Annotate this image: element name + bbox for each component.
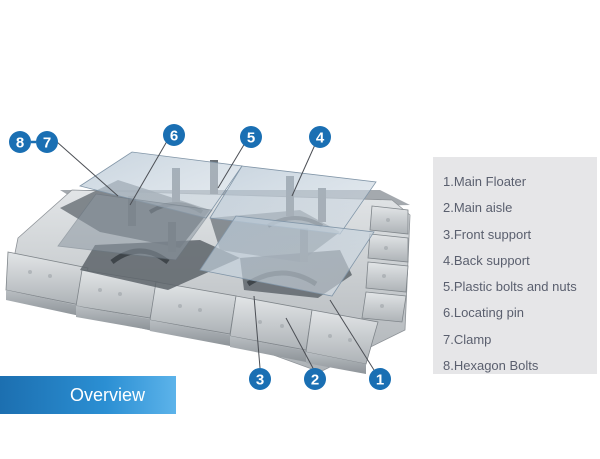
callout-8: 8	[9, 131, 31, 153]
legend-item-front-support: 3.Front support	[443, 226, 532, 242]
legend-item-locating-pin: 6.Locating pin	[443, 305, 524, 321]
overview-label: Overview	[70, 385, 146, 405]
callout-2: 2	[304, 368, 326, 390]
svg-text:1: 1	[376, 372, 384, 389]
legend-item-back-support: 4.Back support	[443, 252, 530, 268]
svg-text:2: 2	[311, 372, 319, 389]
legend-item-hexagon-bolts: 8.Hexagon Bolts	[443, 358, 539, 374]
svg-text:4: 4	[316, 130, 325, 147]
legend-item-main-floater: 1.Main Floater	[443, 174, 527, 189]
svg-text:8: 8	[16, 135, 24, 152]
callout-1: 1	[369, 368, 391, 390]
legend-panel: 1.Main Floater 2.Main aisle 3.Front supp…	[433, 157, 597, 374]
leader-lines	[56, 135, 375, 371]
legend-item-main-aisle: 2.Main aisle	[443, 200, 513, 216]
legend-item-clamp: 7.Clamp	[443, 331, 492, 347]
svg-text:6: 6	[170, 128, 178, 145]
svg-text:7: 7	[43, 135, 51, 152]
overview-banner: Overview	[0, 376, 176, 414]
callout-6: 6	[163, 124, 185, 146]
callout-7: 7	[36, 131, 58, 153]
callout-3: 3	[249, 368, 271, 390]
legend-item-plastic-bolts: 5.Plastic bolts and nuts	[443, 279, 577, 295]
callout-5: 5	[240, 126, 262, 148]
svg-text:5: 5	[247, 130, 255, 147]
callout-4: 4	[309, 126, 331, 148]
svg-text:3: 3	[256, 372, 264, 389]
floater-platform	[5, 151, 411, 374]
